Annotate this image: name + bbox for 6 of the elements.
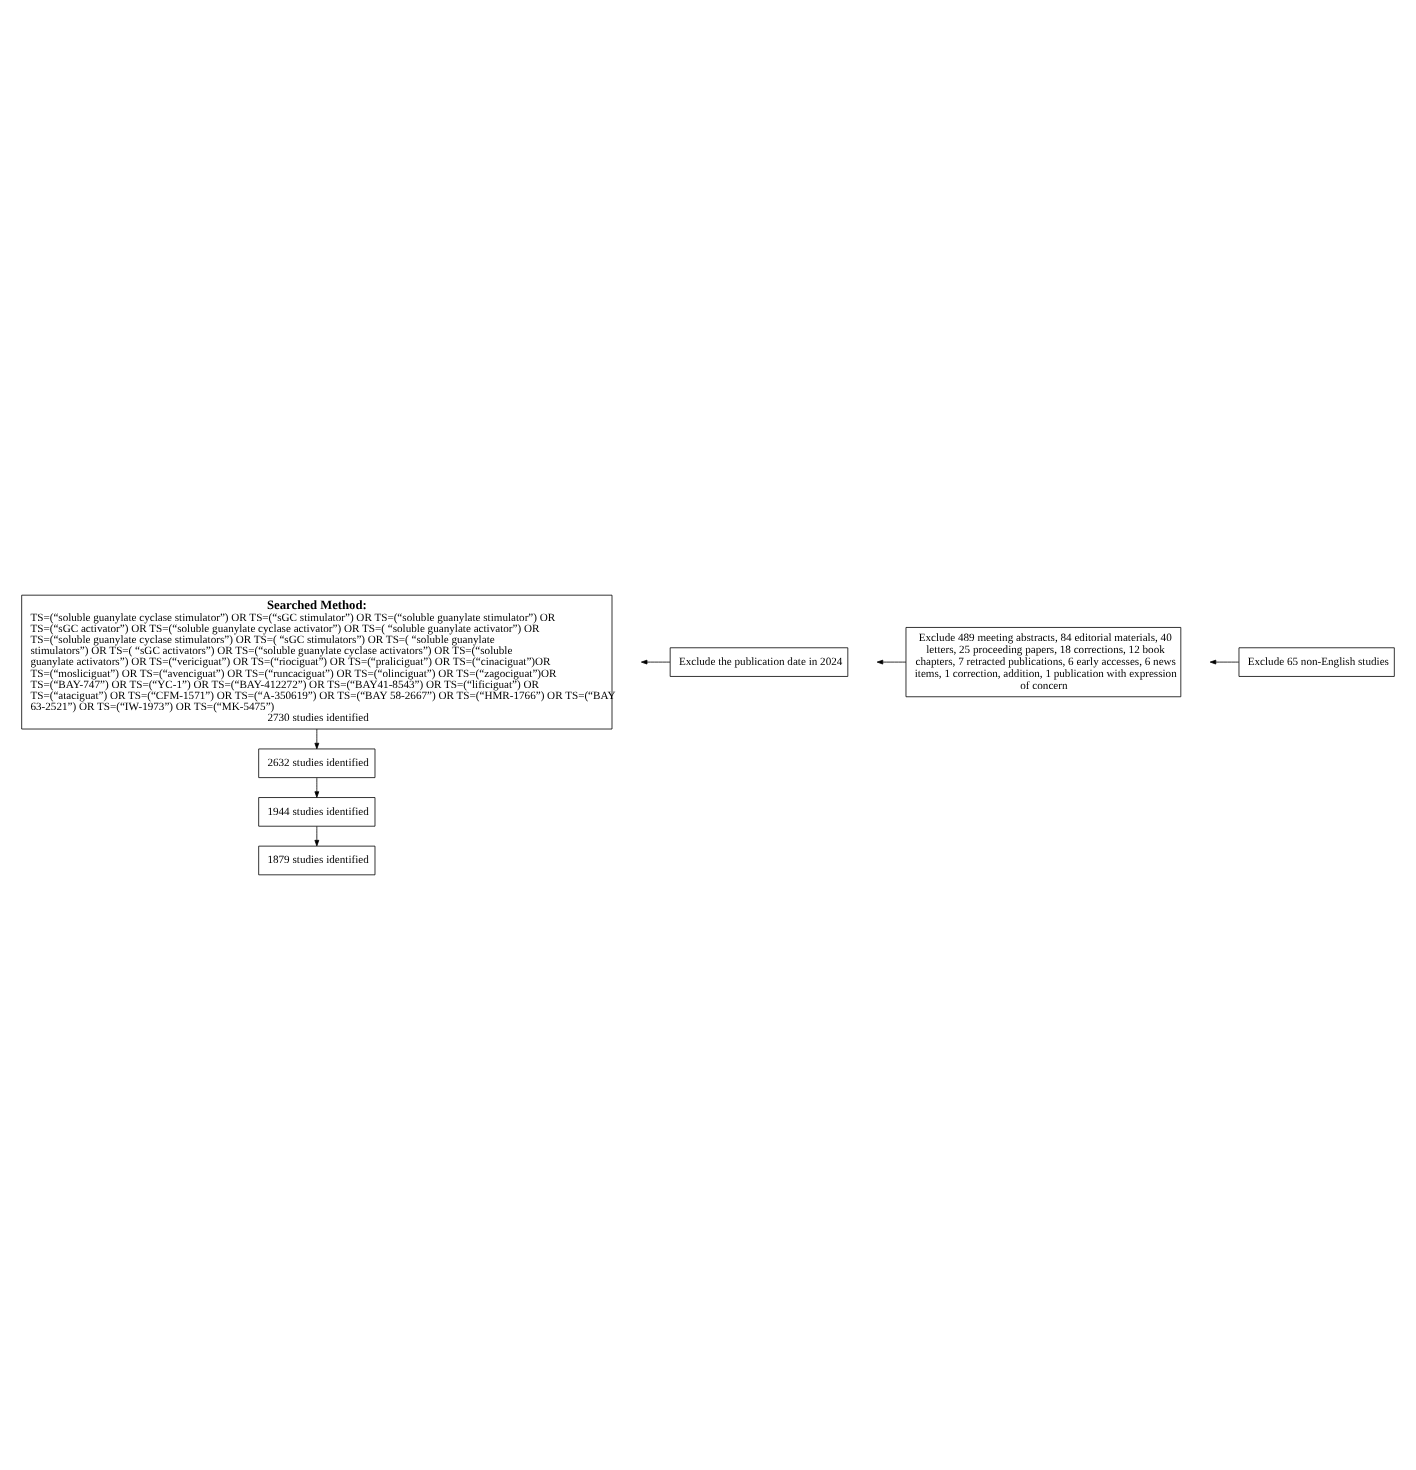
arrow (314, 826, 320, 847)
arrow (641, 659, 671, 665)
arrow (314, 777, 320, 798)
arrow (314, 728, 320, 750)
arrow (1209, 659, 1240, 665)
arrow (876, 659, 907, 665)
